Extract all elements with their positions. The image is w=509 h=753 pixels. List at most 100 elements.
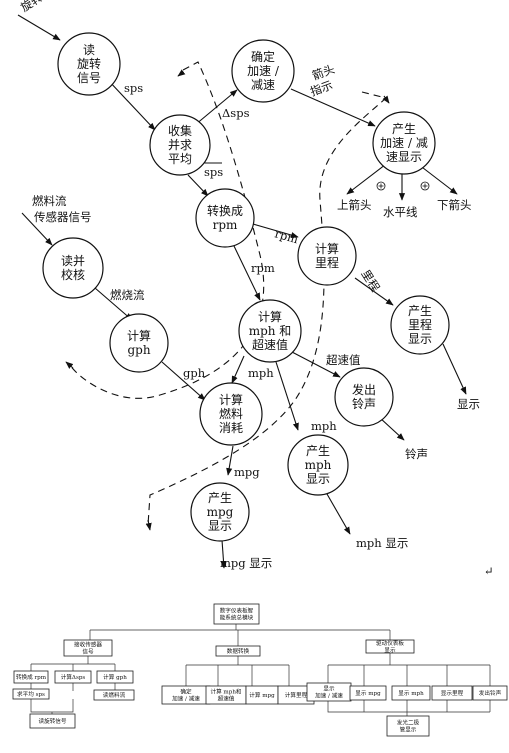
box-label: 数据转换 bbox=[227, 647, 250, 655]
box-label: 信号 bbox=[82, 648, 94, 656]
label-fuel-sensor-2: 传感器信号 bbox=[34, 210, 92, 224]
box-label: 加速 / 减速 bbox=[315, 692, 343, 700]
return-mark: ↵ bbox=[484, 564, 494, 578]
flow-rotation-signal bbox=[17, 14, 61, 41]
flow-mph-display bbox=[326, 493, 351, 535]
label-mph-2: mph bbox=[311, 419, 337, 433]
process-label: mpg bbox=[207, 505, 234, 519]
flow-overspeed bbox=[291, 351, 341, 378]
process-label: 计算 bbox=[315, 241, 339, 256]
tree-middle-item-box: 计算里程 bbox=[277, 685, 315, 705]
process-label: 产生 bbox=[208, 491, 232, 505]
boundary-right bbox=[147, 91, 388, 526]
box-frame bbox=[215, 645, 261, 657]
label-overspeed: 超速值 bbox=[326, 353, 361, 367]
process-label: 铃声 bbox=[352, 396, 376, 411]
box-frame bbox=[13, 670, 49, 684]
tree-connectors-left bbox=[30, 656, 116, 671]
tree-left-bottom-box: 读旋转信号 bbox=[29, 713, 76, 729]
box-frame bbox=[54, 670, 92, 684]
tree-left-item-box: 转换成 rpm bbox=[13, 670, 49, 684]
label-mpg-display: mpg 显示 bbox=[220, 556, 272, 570]
flow-mileage bbox=[354, 277, 394, 306]
box-frame bbox=[96, 670, 134, 684]
flow-mpg-display bbox=[220, 539, 227, 569]
box-label: 读旋转信号 bbox=[39, 717, 67, 725]
box-label: 读燃料流 bbox=[103, 691, 126, 699]
label-bell: 铃声 bbox=[405, 447, 428, 461]
process-label: 减速 bbox=[251, 78, 275, 92]
label-fuel-flow: 燃烧流 bbox=[110, 288, 145, 302]
tree-connectors-right-lower bbox=[327, 700, 491, 716]
label-fuel-sensor-1: 燃料流 bbox=[32, 194, 67, 208]
process-label: 读并 bbox=[61, 254, 85, 268]
box-label: 计算 gph bbox=[103, 673, 127, 681]
process-circle bbox=[149, 114, 211, 176]
box-label: 能系统总模块 bbox=[220, 614, 254, 622]
label-arrow-indicator-2: 指示 bbox=[308, 78, 334, 99]
label-rpm-1: rpm bbox=[273, 226, 300, 246]
process-circle bbox=[109, 313, 169, 373]
tree-right-item-box: 发出铃声 bbox=[472, 685, 508, 701]
label-mileage: 里程 bbox=[358, 267, 382, 294]
box-label: 转换成 rpm bbox=[16, 673, 47, 681]
process-node-mileage: 计算里程 bbox=[297, 226, 357, 286]
box-label: 显示里程 bbox=[441, 689, 464, 697]
flow-mileage-display bbox=[442, 343, 467, 395]
process-label: 收集 bbox=[168, 123, 192, 138]
plus-markers bbox=[376, 181, 430, 191]
label-delta-sps: Δsps bbox=[222, 106, 250, 120]
process-label: 显示 bbox=[208, 519, 232, 533]
process-label: 消耗 bbox=[219, 421, 243, 435]
process-label: 加速 / bbox=[247, 64, 280, 78]
box-frame bbox=[472, 685, 508, 701]
process-circle bbox=[199, 382, 263, 446]
box-label: 计算Δsps bbox=[61, 673, 86, 681]
process-label: 显示 bbox=[306, 472, 330, 486]
process-circle bbox=[372, 111, 436, 175]
boundary-left-end-arrow bbox=[65, 361, 74, 369]
tree-connectors-left-lower bbox=[30, 683, 116, 714]
flow-mph-to-display bbox=[275, 361, 299, 431]
flow-sps bbox=[107, 79, 156, 131]
tree-middle-item-box: 计算 mpg bbox=[245, 685, 279, 705]
box-label: 显示 mpg bbox=[355, 690, 381, 697]
process-label: 转换成 bbox=[207, 203, 243, 218]
process-label: rpm bbox=[213, 218, 238, 232]
process-label: 计算 bbox=[127, 328, 151, 343]
process-label: 确定 bbox=[251, 49, 275, 64]
box-label: 确定 bbox=[180, 688, 192, 696]
box-label: 超速值 bbox=[218, 695, 235, 703]
tree-left-sub-avg-box: 求平均 sps bbox=[12, 688, 50, 700]
flow-fuel-flow bbox=[94, 287, 133, 321]
box-frame bbox=[386, 715, 430, 737]
box-frame bbox=[93, 689, 135, 701]
tree-left-sub-fuel-box: 读燃料流 bbox=[93, 689, 135, 701]
box-frame bbox=[213, 603, 260, 625]
box-label: 驱动仪表板 bbox=[376, 639, 404, 647]
process-label: 速显示 bbox=[386, 150, 422, 164]
tree-left-item-box: 计算 gph bbox=[96, 670, 134, 684]
flow-rpm-to-mileage bbox=[252, 223, 299, 239]
boundary-right-end-arrow bbox=[145, 519, 152, 531]
process-node-read: 读旋转信号 bbox=[57, 32, 121, 96]
box-frame bbox=[365, 639, 415, 654]
label-mpg: mpg bbox=[234, 465, 260, 479]
process-circle bbox=[42, 237, 104, 299]
process-label: 读 bbox=[83, 43, 95, 57]
box-frame bbox=[431, 685, 473, 701]
tree-right-item-box: 显示 mph bbox=[391, 685, 431, 701]
process-label: mph bbox=[305, 458, 332, 472]
box-frame bbox=[349, 685, 387, 701]
